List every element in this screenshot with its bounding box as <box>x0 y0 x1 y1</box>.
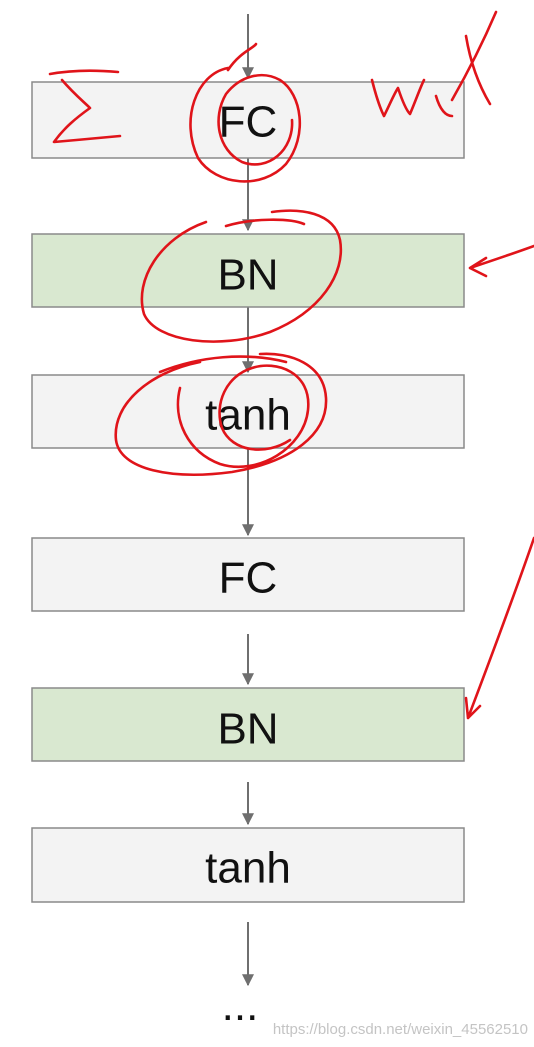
layer-box <box>31 537 465 612</box>
highlight-circle-fc <box>189 42 302 183</box>
layer-label: tanh <box>205 391 291 440</box>
handwritten-wx <box>370 10 498 118</box>
layer-box <box>31 687 465 762</box>
layer-bn-2: BN <box>31 687 465 762</box>
highlight-circle-tanh <box>114 352 328 476</box>
layer-label: FC <box>219 98 278 147</box>
continuation-ellipsis: ... <box>222 981 259 1030</box>
highlight-circle-bn <box>140 209 343 343</box>
layer-tanh-2: tanh <box>31 827 465 903</box>
handwritten-sigma <box>48 69 122 144</box>
layer-box <box>31 81 465 159</box>
layer-bn-1: BN <box>31 233 465 308</box>
layer-tanh-1: tanh <box>31 374 465 449</box>
layer-fc-1: FC <box>31 81 465 159</box>
layer-fc-2: FC <box>31 537 465 612</box>
watermark: https://blog.csdn.net/weixin_45562510 <box>273 1021 528 1038</box>
handwritten-annotations <box>48 10 534 720</box>
layer-label: tanh <box>205 844 291 893</box>
layer-box <box>31 827 465 903</box>
layer-label: BN <box>217 705 278 754</box>
layer-box <box>31 233 465 308</box>
layer-label: BN <box>217 251 278 300</box>
ink-arrow-bn-1 <box>468 244 534 278</box>
layer-label: FC <box>219 554 278 603</box>
ink-arrow-bn-2 <box>464 536 534 720</box>
